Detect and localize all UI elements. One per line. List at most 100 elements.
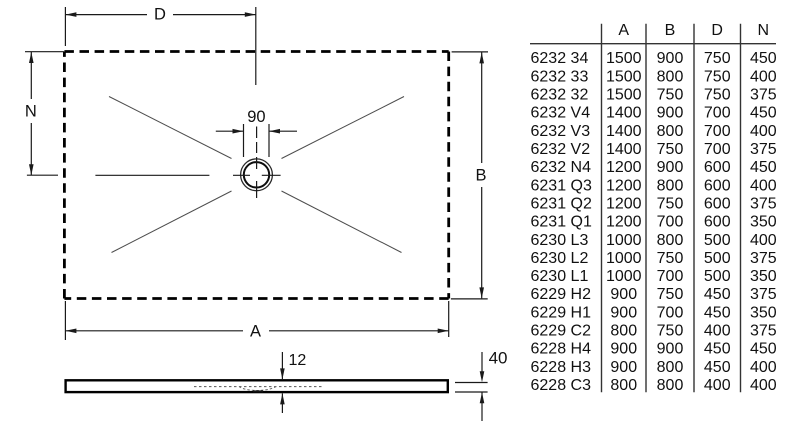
svg-text:6229 H1: 6229 H1 (531, 304, 592, 321)
svg-text:1400: 1400 (606, 141, 642, 158)
svg-text:D: D (154, 6, 166, 24)
svg-text:900: 900 (610, 304, 637, 321)
svg-text:6232 V2: 6232 V2 (531, 141, 591, 158)
svg-text:6231 Q1: 6231 Q1 (531, 214, 592, 231)
svg-text:700: 700 (657, 214, 684, 231)
svg-text:1000: 1000 (606, 232, 642, 249)
svg-text:500: 500 (704, 268, 731, 285)
svg-text:375: 375 (750, 323, 777, 340)
svg-text:700: 700 (704, 105, 731, 122)
svg-text:450: 450 (750, 105, 777, 122)
svg-text:6231 Q2: 6231 Q2 (531, 195, 592, 212)
svg-text:A: A (618, 22, 629, 39)
svg-text:6229 C2: 6229 C2 (531, 323, 592, 340)
svg-text:1400: 1400 (606, 123, 642, 140)
svg-text:1500: 1500 (606, 50, 642, 67)
svg-text:B: B (475, 167, 486, 185)
svg-text:600: 600 (704, 159, 731, 176)
svg-text:500: 500 (704, 250, 731, 267)
svg-text:90: 90 (247, 108, 265, 126)
svg-text:375: 375 (750, 195, 777, 212)
svg-text:900: 900 (657, 159, 684, 176)
svg-text:375: 375 (750, 87, 777, 104)
svg-text:6228 H3: 6228 H3 (531, 359, 592, 376)
svg-text:600: 600 (704, 177, 731, 194)
svg-text:750: 750 (657, 87, 684, 104)
svg-text:N: N (25, 103, 37, 121)
svg-text:6232 32: 6232 32 (531, 87, 589, 104)
svg-text:1000: 1000 (606, 268, 642, 285)
svg-text:450: 450 (750, 159, 777, 176)
svg-text:6230 L1: 6230 L1 (531, 268, 589, 285)
svg-text:900: 900 (657, 341, 684, 358)
svg-text:1400: 1400 (606, 105, 642, 122)
svg-text:1200: 1200 (606, 195, 642, 212)
svg-text:750: 750 (704, 87, 731, 104)
svg-text:6232 V4: 6232 V4 (531, 105, 591, 122)
svg-text:400: 400 (750, 377, 777, 394)
svg-text:750: 750 (657, 141, 684, 158)
svg-text:6232 33: 6232 33 (531, 68, 589, 85)
svg-text:900: 900 (610, 341, 637, 358)
svg-text:700: 700 (704, 141, 731, 158)
svg-text:D: D (711, 22, 723, 39)
svg-text:750: 750 (657, 195, 684, 212)
svg-text:6230 L3: 6230 L3 (531, 232, 589, 249)
svg-text:375: 375 (750, 286, 777, 303)
svg-text:450: 450 (704, 304, 731, 321)
svg-text:750: 750 (657, 286, 684, 303)
svg-text:1000: 1000 (606, 250, 642, 267)
svg-text:350: 350 (750, 304, 777, 321)
svg-text:400: 400 (750, 68, 777, 85)
svg-text:800: 800 (657, 123, 684, 140)
svg-text:1200: 1200 (606, 214, 642, 231)
svg-text:6228 H4: 6228 H4 (531, 341, 592, 358)
svg-text:600: 600 (704, 214, 731, 231)
svg-text:B: B (665, 22, 676, 39)
svg-text:750: 750 (704, 68, 731, 85)
svg-text:700: 700 (704, 123, 731, 140)
svg-text:1200: 1200 (606, 159, 642, 176)
svg-text:900: 900 (610, 359, 637, 376)
svg-text:400: 400 (750, 177, 777, 194)
svg-text:800: 800 (657, 377, 684, 394)
svg-text:6228 C3: 6228 C3 (531, 377, 592, 394)
svg-text:40: 40 (489, 348, 508, 367)
svg-text:6232 34: 6232 34 (531, 50, 589, 67)
svg-text:500: 500 (704, 232, 731, 249)
svg-text:750: 750 (657, 323, 684, 340)
svg-text:6230 L2: 6230 L2 (531, 250, 589, 267)
svg-text:900: 900 (657, 105, 684, 122)
svg-text:350: 350 (750, 268, 777, 285)
svg-text:450: 450 (704, 286, 731, 303)
svg-text:375: 375 (750, 250, 777, 267)
svg-text:450: 450 (704, 341, 731, 358)
svg-text:400: 400 (750, 123, 777, 140)
svg-text:N: N (758, 22, 770, 39)
svg-text:375: 375 (750, 141, 777, 158)
svg-text:900: 900 (657, 50, 684, 67)
svg-text:800: 800 (657, 359, 684, 376)
svg-text:6232 V3: 6232 V3 (531, 123, 591, 140)
svg-text:A: A (250, 323, 261, 341)
svg-text:800: 800 (610, 323, 637, 340)
svg-text:700: 700 (657, 304, 684, 321)
svg-text:400: 400 (704, 323, 731, 340)
svg-text:450: 450 (750, 50, 777, 67)
svg-text:350: 350 (750, 214, 777, 231)
svg-text:450: 450 (704, 359, 731, 376)
svg-text:800: 800 (657, 232, 684, 249)
svg-text:1200: 1200 (606, 177, 642, 194)
svg-text:800: 800 (657, 177, 684, 194)
svg-text:600: 600 (704, 195, 731, 212)
svg-text:800: 800 (610, 377, 637, 394)
svg-text:800: 800 (657, 68, 684, 85)
svg-text:900: 900 (610, 286, 637, 303)
svg-text:400: 400 (750, 232, 777, 249)
svg-text:6232 N4: 6232 N4 (531, 159, 592, 176)
svg-text:750: 750 (657, 250, 684, 267)
svg-text:6229 H2: 6229 H2 (531, 286, 592, 303)
svg-text:12: 12 (289, 352, 307, 369)
svg-text:400: 400 (750, 359, 777, 376)
svg-text:750: 750 (704, 50, 731, 67)
